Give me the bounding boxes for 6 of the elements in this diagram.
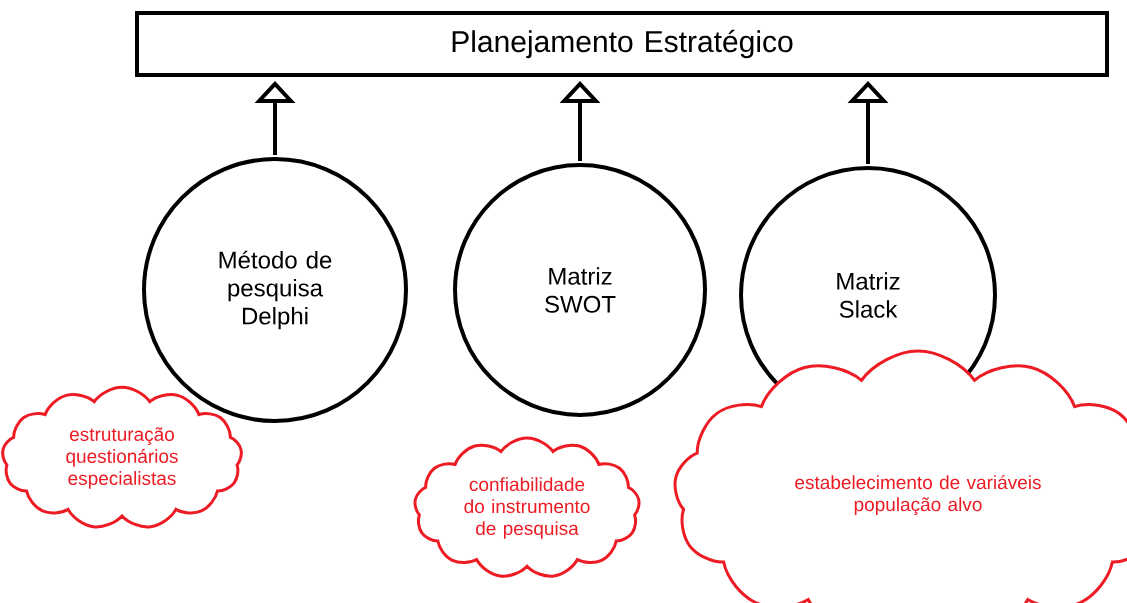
title-box: Planejamento Estratégico [135, 11, 1109, 77]
cloud-callout: estabelecimento de variáveis população alvo [673, 349, 1127, 603]
cloud-callout: confiabilidade do instrumento de pesquisa [413, 436, 641, 578]
node-label: estabelecimento de variáveis [795, 475, 1041, 490]
node-label: população alvo [854, 497, 982, 516]
cloud-callout: estruturação questionários especialistas [1, 385, 243, 529]
